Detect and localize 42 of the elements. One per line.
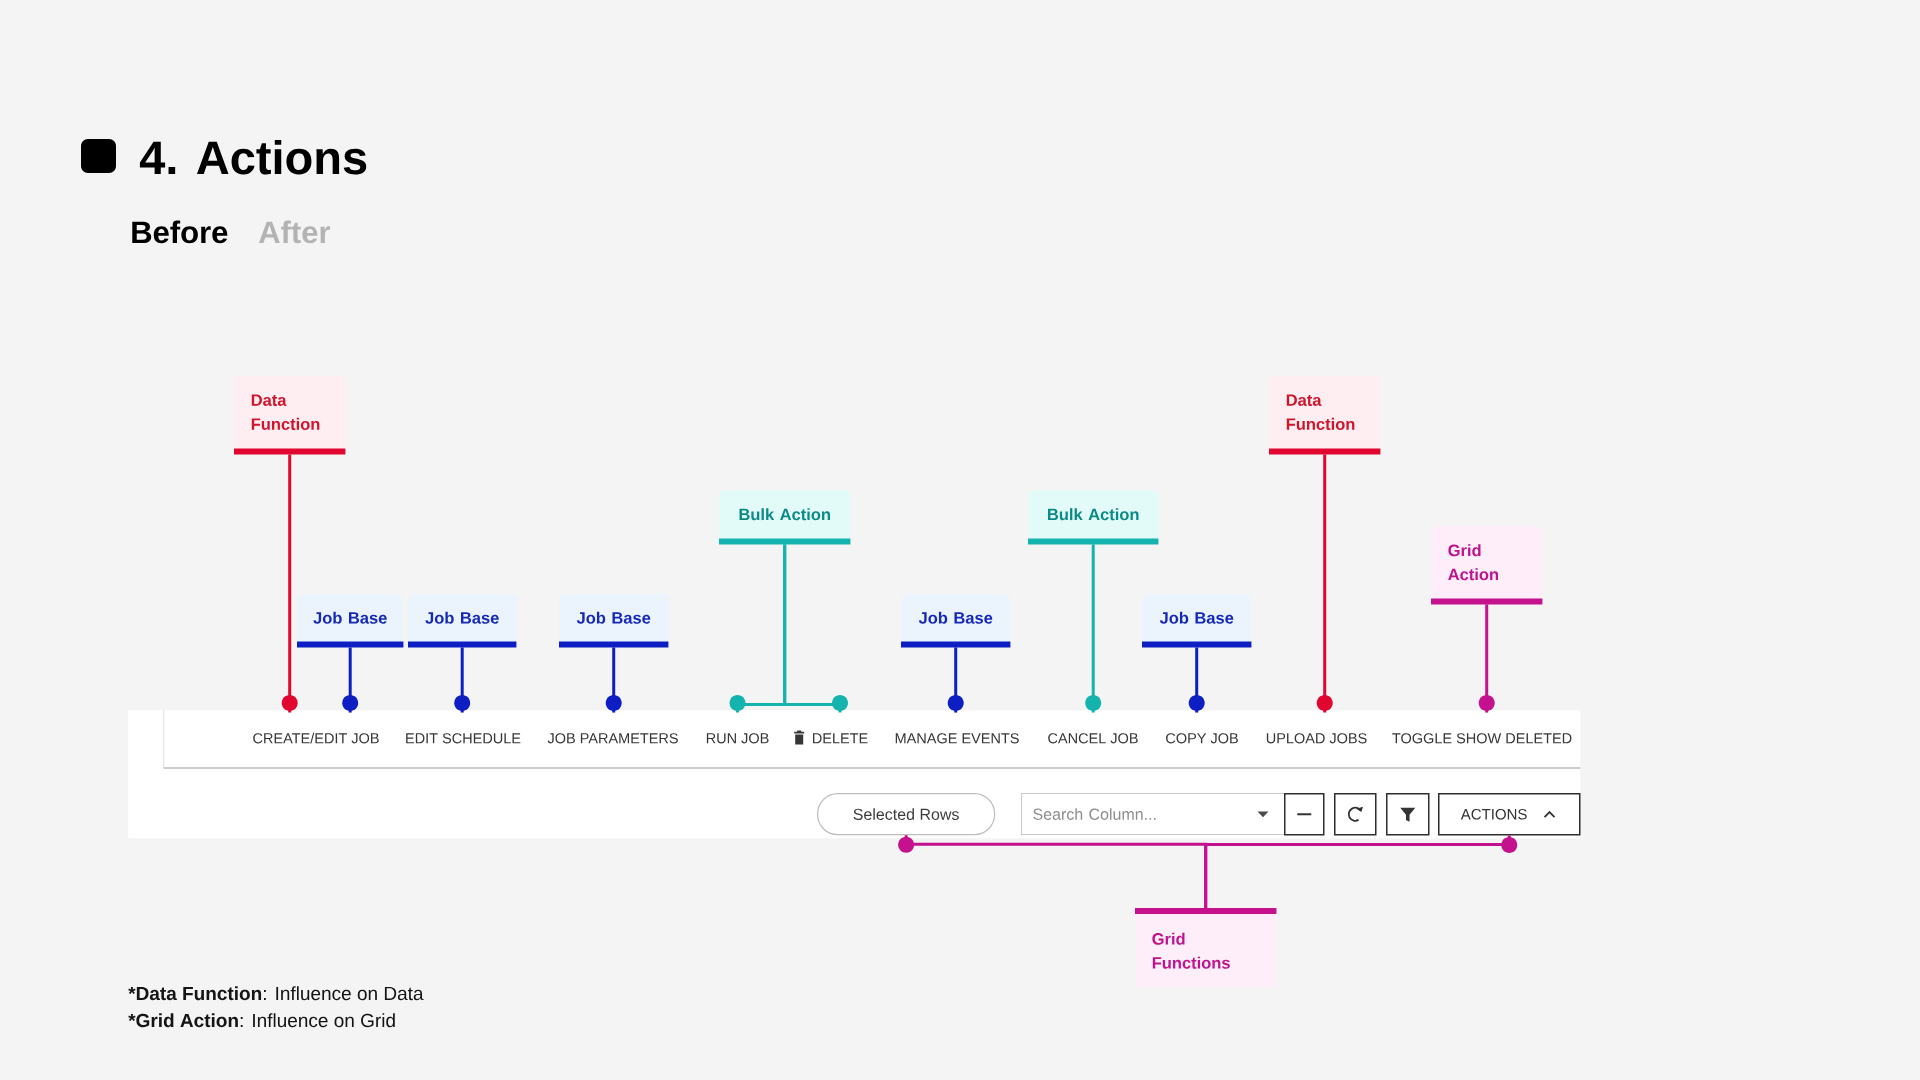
footnote: *Grid Action: Influence on Grid: [128, 1013, 395, 1028]
action-label: EDIT SCHEDULE: [406, 733, 521, 744]
action-label: TOGGLE SHOW DELETED: [1392, 733, 1572, 744]
tab-label: After: [258, 220, 331, 244]
action-label: JOB PARAMETERS: [547, 733, 678, 744]
callout-tag: Job Base: [901, 594, 1011, 648]
footnote: *Data Function: Influence on Data: [128, 986, 424, 1001]
tab-label: Before: [132, 220, 228, 244]
action-label: CANCEL JOB: [1048, 733, 1138, 744]
callout-tag: Job Base: [1142, 594, 1252, 648]
callout-tag: Job Base: [297, 594, 404, 648]
callout-tag: Data Function: [234, 376, 346, 455]
leader-line: [1085, 544, 1102, 713]
leader-line: [783, 544, 848, 713]
leader-line: [605, 647, 622, 713]
leader-line: [454, 647, 471, 713]
leader-line: [342, 647, 359, 713]
action-label: COPY JOB: [1166, 733, 1238, 744]
filter-button: [1386, 793, 1430, 836]
pill-button: Selected Rows: [817, 793, 996, 836]
leader-line: [1316, 454, 1333, 713]
leader-line: [1204, 835, 1518, 908]
action-label: RUN JOB: [706, 733, 769, 744]
callout-tag: Bulk Action: [719, 490, 851, 545]
callout-tag: Bulk Action: [1028, 490, 1159, 545]
leader-line: [1478, 604, 1495, 713]
leader-line: [281, 454, 298, 713]
action-label: UPLOAD JOBS: [1266, 733, 1367, 744]
callout-tag: Job Base: [559, 594, 669, 648]
callout-tag: Data Function: [1269, 376, 1381, 455]
callout-tag: Job Base: [408, 594, 517, 648]
callout-tag: Grid Functions: [1135, 908, 1277, 988]
dropdown-button: ACTIONS: [1438, 793, 1581, 836]
title: 4. Actions: [139, 139, 367, 175]
action-label: DELETE: [813, 733, 868, 744]
refresh-button: [1334, 793, 1377, 836]
action-label: MANAGE EVENTS: [895, 733, 1019, 744]
leader-line: [947, 647, 964, 713]
minus-button: [1284, 793, 1325, 836]
callout-tag: Grid Action: [1431, 526, 1543, 605]
action-label: CREATE/EDIT JOB: [253, 732, 379, 744]
leader-line: [1188, 647, 1205, 713]
